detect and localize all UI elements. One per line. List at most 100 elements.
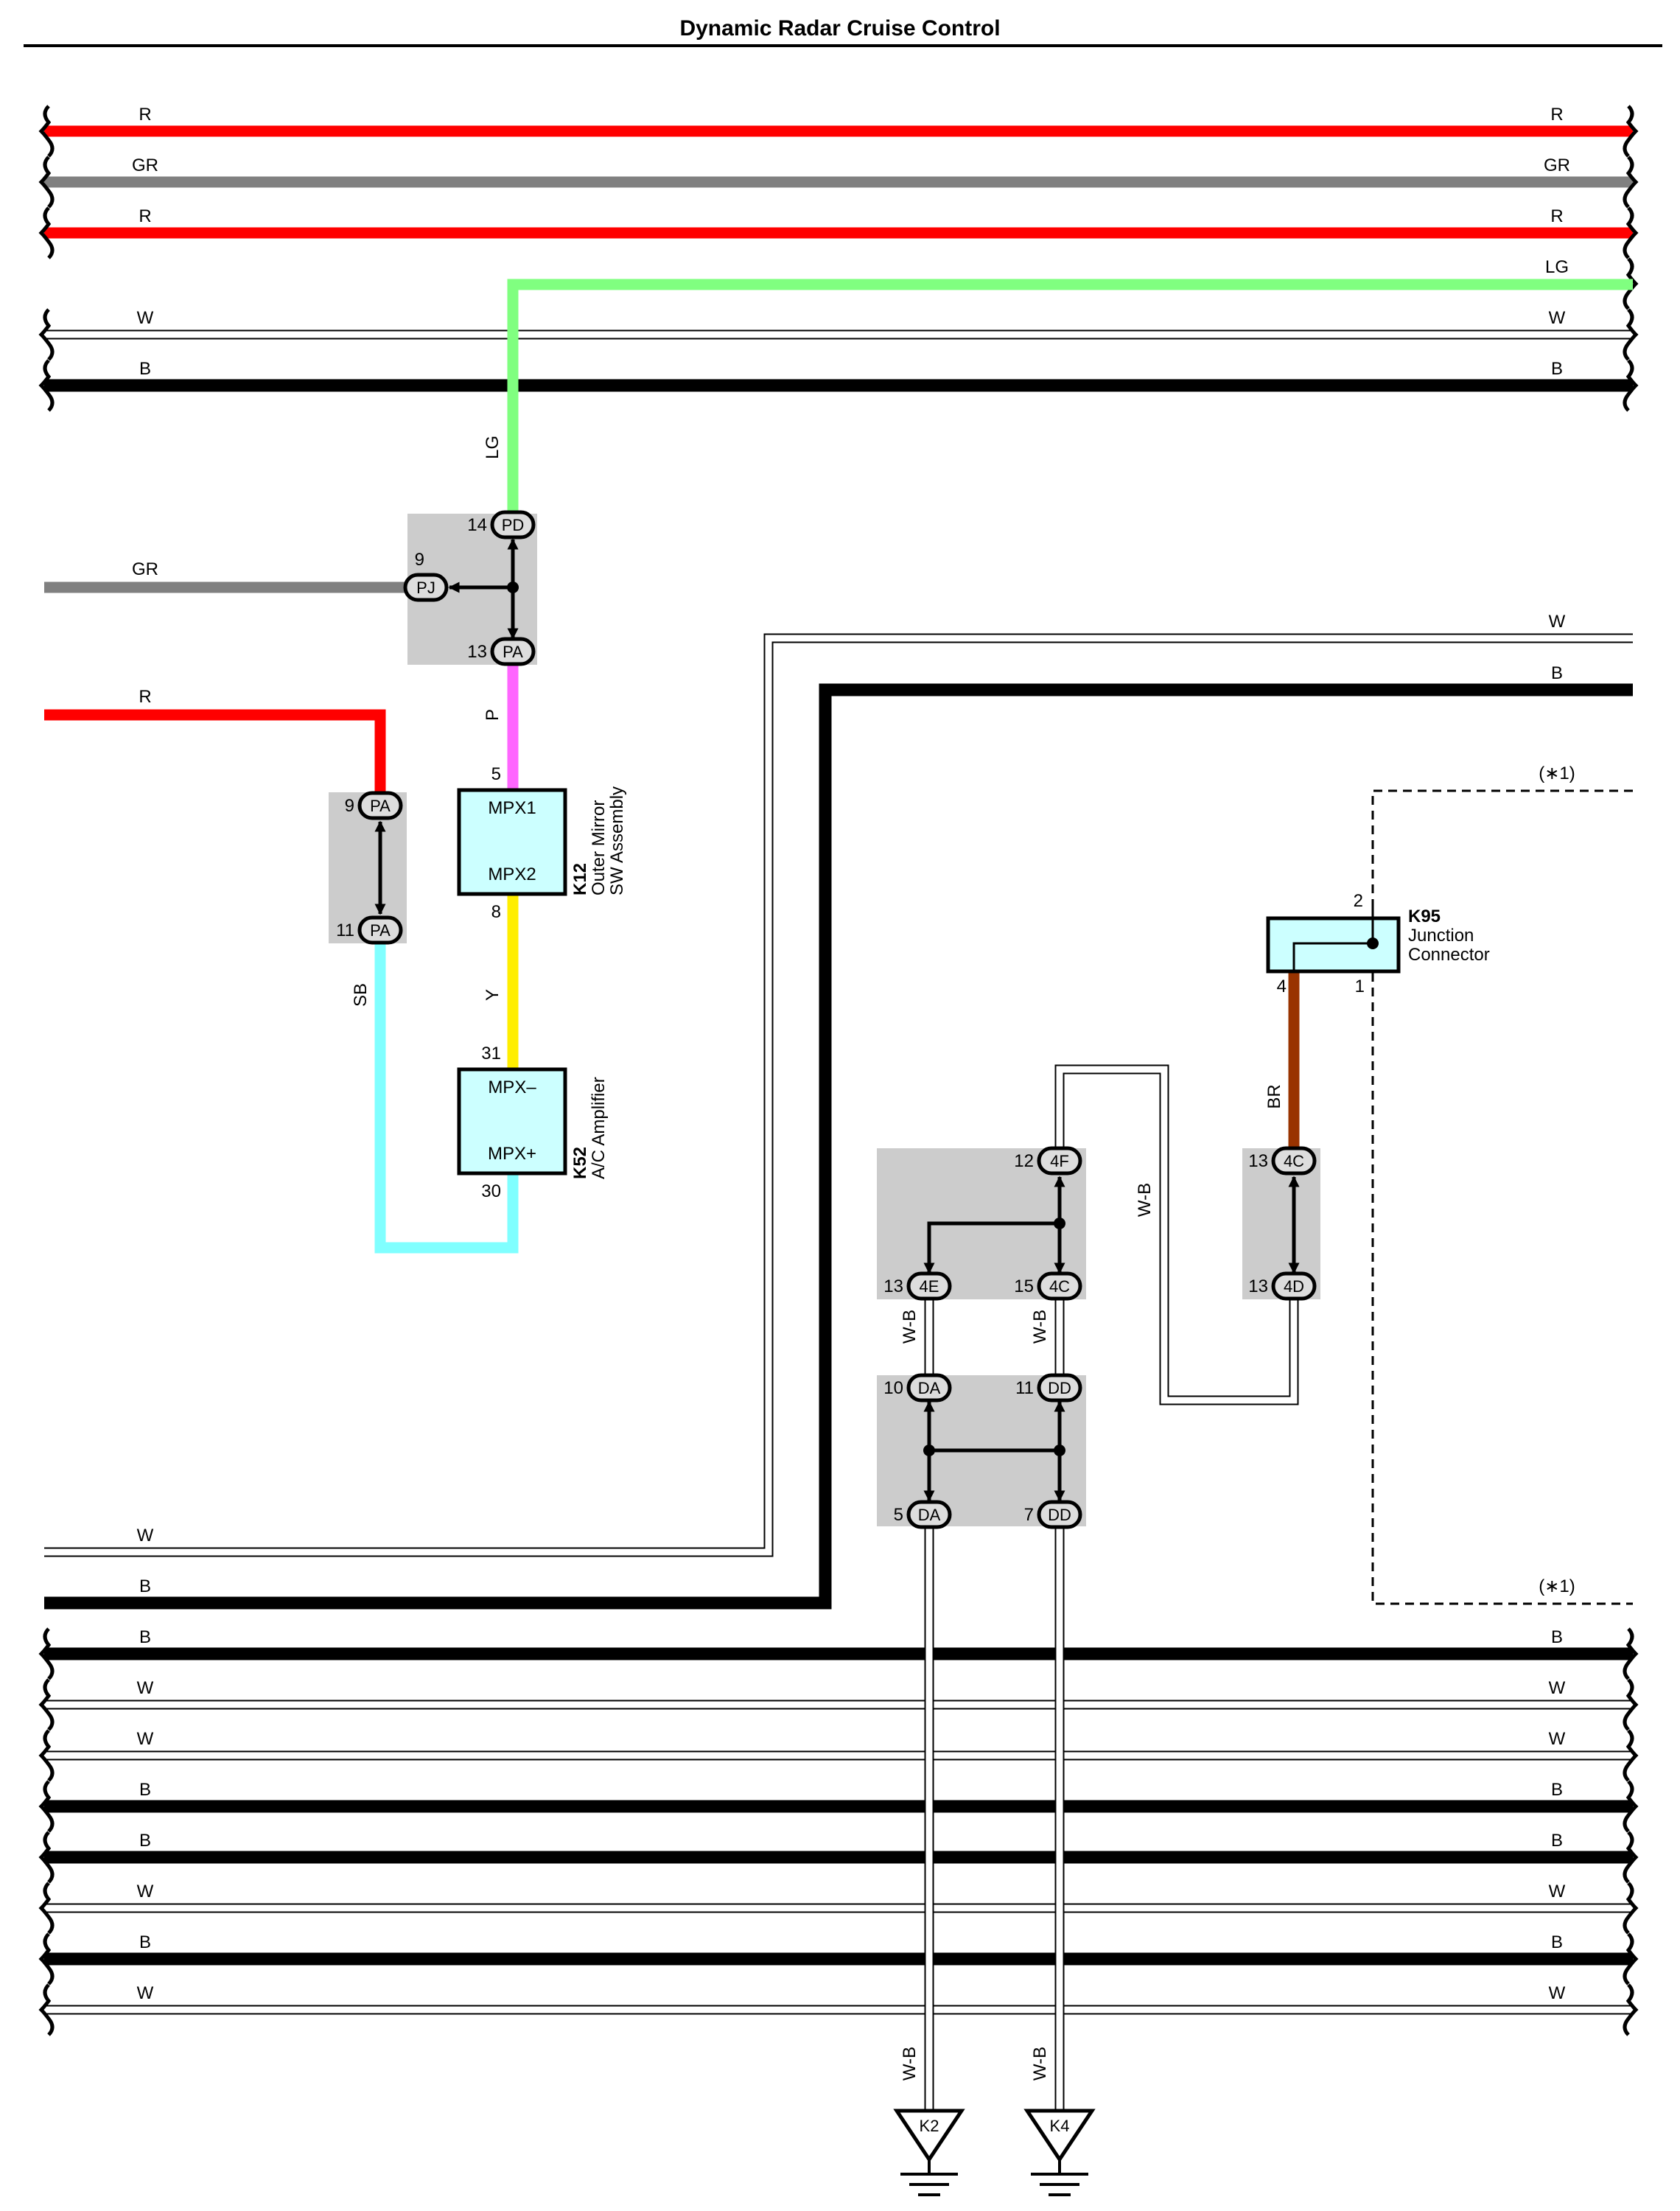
connector-pd-code: PD	[502, 516, 525, 534]
k12-num-top: 5	[491, 764, 501, 784]
bottom-bus-wire-4-left-label: B	[139, 1831, 151, 1851]
y-wire-label: Y	[483, 989, 503, 1001]
connector-dd11-pin: 11	[1015, 1378, 1034, 1398]
component-k95: 2 4 1 K95 Junction Connector	[1266, 891, 1490, 996]
wb-k2-label: W-B	[900, 2047, 920, 2081]
bottom-bus-wire-7-left-label: W	[137, 1983, 154, 2003]
b-mid-left-label: B	[139, 1576, 151, 1596]
connector-dd7-pin: 7	[1024, 1505, 1034, 1525]
connector-pa9: PA 9	[345, 791, 403, 820]
k95-name-line1: Junction	[1408, 926, 1474, 946]
bottom-bus-wire-6-right-label: B	[1551, 1932, 1563, 1952]
connector-d4-pin: 13	[1248, 1276, 1268, 1296]
k12-code: K12	[570, 863, 590, 895]
connector-c4_15-pin: 15	[1014, 1276, 1034, 1296]
top-bus-wire-0-left-label: R	[139, 105, 151, 125]
gr-left-wire-label: GR	[132, 559, 158, 579]
connector-da5: DA5	[894, 1500, 952, 1529]
connector-e4-pin: 13	[883, 1276, 903, 1296]
sb-wire	[374, 940, 519, 1254]
connector-dd7-code: DD	[1048, 1506, 1071, 1524]
k52-code: K52	[570, 1147, 590, 1179]
sb-wire-label: SB	[351, 983, 371, 1007]
w-mid-wire	[44, 633, 1633, 1557]
connector-c4_15-code: 4C	[1049, 1277, 1070, 1296]
top-bus-wire-5-right-label: B	[1551, 359, 1563, 379]
page-title: Dynamic Radar Cruise Control	[679, 16, 1000, 41]
w-mid-left-label: W	[137, 1526, 154, 1545]
k95-num-1: 1	[1355, 977, 1365, 996]
connector-pj: PJ 9	[403, 550, 449, 602]
connector-pa9-pin: 9	[345, 796, 354, 816]
connector-pj-pin: 9	[415, 550, 424, 570]
reference-dashed-line	[1371, 789, 1633, 1605]
ground-k2: K2	[893, 2109, 965, 2196]
wb-loop-wire	[1054, 1064, 1299, 1405]
connector-c4_15: 4C 15	[1014, 1271, 1082, 1301]
connector-c4_13-code: 4C	[1284, 1152, 1304, 1170]
top-bus-wire-4-right-label: W	[1549, 308, 1566, 328]
wb-4e-label: W-B	[900, 1310, 920, 1344]
junction-dots	[507, 581, 1065, 1456]
connector-dd11: DD 11	[1015, 1373, 1082, 1403]
junction-links	[374, 538, 1300, 1502]
bottom-bus-wire-0-right-label: B	[1551, 1627, 1563, 1647]
bottom-bus-wire-3-left-label: B	[139, 1780, 151, 1800]
bottom-bus-wire-2-left-label: W	[137, 1729, 154, 1749]
wb-k4-label: W-B	[1030, 2047, 1050, 2081]
connector-da10-pin: 10	[883, 1378, 903, 1398]
p-wire-label: P	[483, 709, 503, 721]
b-mid-right-label: B	[1551, 663, 1563, 683]
bottom-bus-wire-4-right-label: B	[1551, 1831, 1563, 1851]
k52-num-top: 31	[481, 1044, 501, 1063]
component-k12: MPX1 MPX2 5 8 K12 Outer Mirror SW Assemb…	[457, 764, 627, 922]
k12-pin-mpx2: MPX2	[488, 865, 536, 884]
br-wire-label: BR	[1264, 1084, 1284, 1108]
wb-loop-label: W-B	[1135, 1183, 1155, 1217]
connector-dd11-code: DD	[1048, 1379, 1071, 1397]
bottom-bus-wire-0-left-label: B	[139, 1627, 151, 1647]
k52-pin-mpx-plus: MPX+	[488, 1144, 536, 1164]
top-bus-wire-0-right-label: R	[1550, 105, 1563, 125]
ground-k4-label: K4	[1050, 2117, 1070, 2135]
connector-pa13-code: PA	[503, 643, 523, 661]
k12-name-line2: SW Assembly	[607, 786, 627, 895]
k52-num-bottom: 30	[481, 1181, 501, 1201]
top-bus-wire-2-left-label: R	[139, 206, 151, 226]
bottom-bus-wire-5-right-label: W	[1549, 1882, 1566, 1901]
bottom-bus-wire-6-left-label: B	[139, 1932, 151, 1952]
k12-num-bottom: 8	[491, 902, 501, 922]
connector-da10-code: DA	[918, 1379, 941, 1397]
bottom-bus-wire-3-right-label: B	[1551, 1780, 1563, 1800]
k52-name: A/C Amplifier	[589, 1077, 609, 1179]
bottom-bus-wire-5-left-label: W	[137, 1882, 154, 1901]
connector-f4-pin: 12	[1014, 1151, 1034, 1171]
r-left-wire-label: R	[139, 687, 151, 707]
k95-num-2: 2	[1354, 891, 1363, 911]
connector-pj-code: PJ	[416, 579, 435, 597]
top-bus-wire-1-right-label: GR	[1544, 156, 1570, 175]
connector-d4-code: 4D	[1284, 1277, 1304, 1296]
w-mid-right-label: W	[1549, 612, 1566, 632]
connector-pa9-code: PA	[370, 797, 391, 815]
connector-pa11-code: PA	[370, 921, 391, 940]
bottom-bus-wire-2-right-label: W	[1549, 1729, 1566, 1749]
connector-da5-code: DA	[918, 1506, 941, 1524]
top-bus-wire-3-right-label: LG	[1545, 257, 1569, 277]
reference-label-top: (∗1)	[1539, 764, 1575, 783]
